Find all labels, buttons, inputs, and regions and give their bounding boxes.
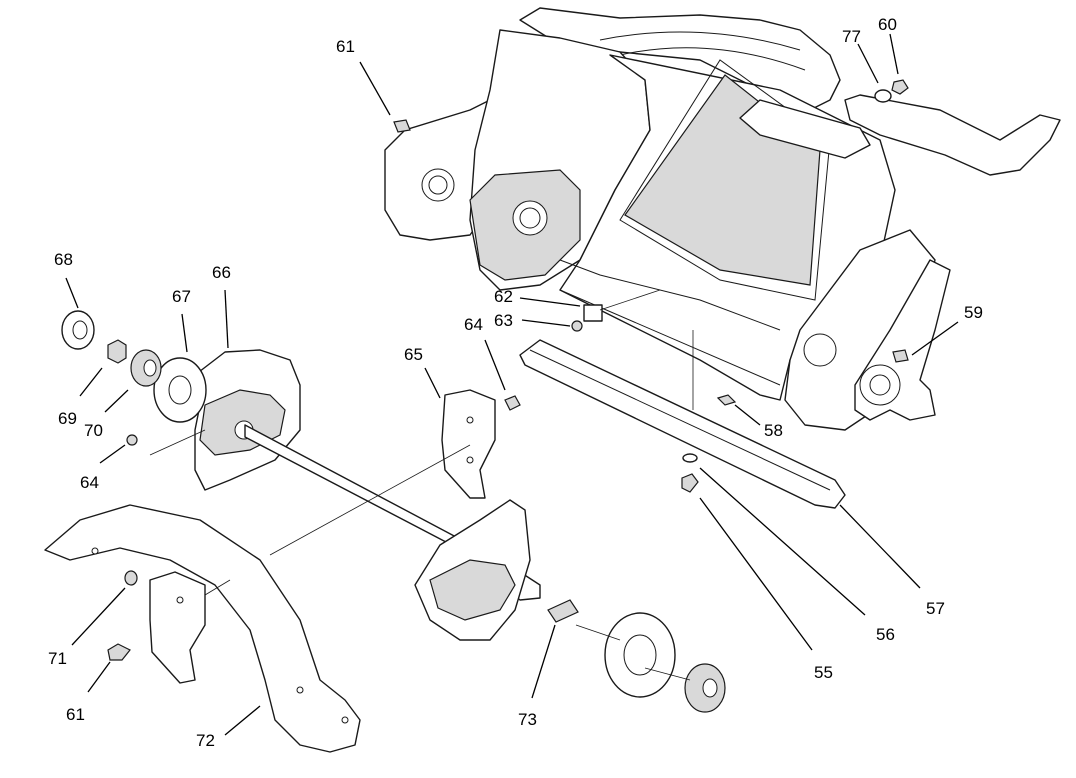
bolt-61-upper xyxy=(393,119,411,133)
carriage-plate-58 xyxy=(716,394,737,406)
callout-67: 67 xyxy=(172,287,191,306)
auger-housing xyxy=(384,7,1061,431)
callout-59: 59 xyxy=(964,303,983,322)
callout-61-lower: 61 xyxy=(66,705,85,724)
callout-65: 65 xyxy=(404,345,423,364)
callout-58: 58 xyxy=(764,421,783,440)
callout-72: 72 xyxy=(196,731,215,750)
callout-66: 66 xyxy=(212,263,231,282)
hex-nut-69 xyxy=(107,339,127,364)
auger-bracket-lower xyxy=(149,571,206,684)
callout-70: 70 xyxy=(84,421,103,440)
leader-lines xyxy=(65,33,959,736)
bolt-61-lower xyxy=(107,643,131,661)
alignment-lines xyxy=(149,289,694,681)
bolt-59 xyxy=(892,349,909,363)
auger-bracket-upper xyxy=(441,389,521,499)
bearing-flange-right xyxy=(604,612,676,698)
callout-68: 68 xyxy=(54,250,73,269)
washer-68 xyxy=(61,310,95,350)
callout-63: 63 xyxy=(494,311,513,330)
callout-61: 61 xyxy=(336,37,355,56)
callout-60: 60 xyxy=(878,15,897,34)
callout-64-left: 64 xyxy=(80,473,99,492)
nut-64-left xyxy=(126,434,138,446)
callout-55: 55 xyxy=(814,663,833,682)
bearing-flange-left xyxy=(153,357,207,423)
nut-washer-60-77 xyxy=(874,79,909,103)
callout-69: 69 xyxy=(58,409,77,428)
callout-77: 77 xyxy=(842,27,861,46)
auger-end-plate xyxy=(194,349,301,491)
callout-73: 73 xyxy=(518,710,537,729)
callout-71: 71 xyxy=(48,649,67,668)
auger-end-plate-right xyxy=(414,499,531,641)
bolt-71 xyxy=(124,570,138,586)
callout-57: 57 xyxy=(926,599,945,618)
bearing-left xyxy=(130,349,162,387)
callout-62: 62 xyxy=(494,287,513,306)
bushing-73 xyxy=(547,599,579,623)
scraper-bar xyxy=(519,339,846,509)
callout-labels: 61 77 60 68 67 66 69 70 64 65 64 62 63 5… xyxy=(48,15,983,750)
hardware-62-63 xyxy=(571,304,603,332)
bearing-right xyxy=(684,663,726,713)
auger-spiral-blade xyxy=(44,504,361,753)
callout-64-right: 64 xyxy=(464,315,483,334)
callout-56: 56 xyxy=(876,625,895,644)
bolt-55-washer-56 xyxy=(681,453,699,493)
